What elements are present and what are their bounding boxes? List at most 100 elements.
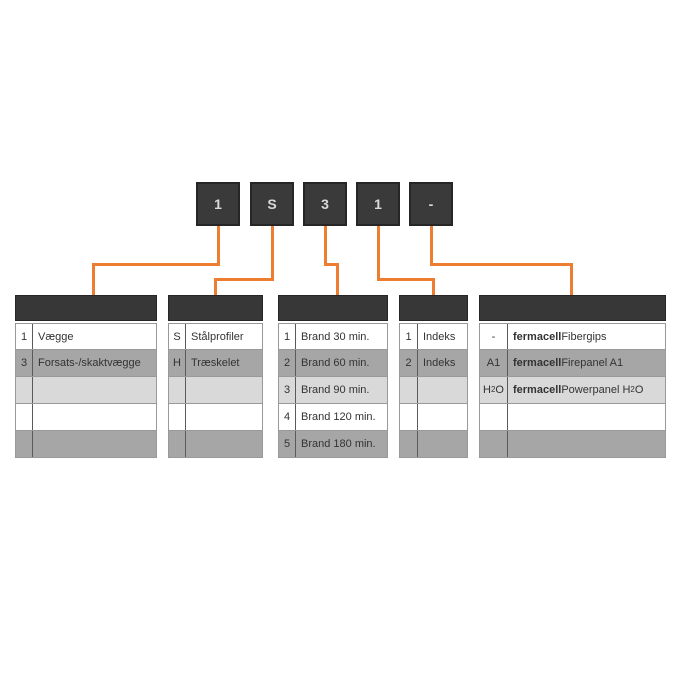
cell-text: Brand 30 min. — [301, 330, 370, 343]
cell-text: 1 — [20, 330, 28, 343]
connector-5-segment — [429, 263, 573, 266]
code-box-4: 1 — [356, 182, 400, 226]
cell-text: fermacell — [513, 384, 562, 396]
connector-2-segment — [213, 278, 274, 281]
code-box-label: 3 — [321, 196, 329, 212]
code-box-5: - — [409, 182, 453, 226]
cell-text: Indeks — [423, 330, 456, 343]
row-value-cell: Stålprofiler — [186, 324, 262, 349]
table-row: 2 Indeks — [399, 350, 468, 377]
connector-1-segment — [91, 263, 95, 296]
row-key-cell: 1 — [279, 324, 296, 349]
row-value-cell — [508, 431, 665, 457]
cell-text: Fibergips — [561, 330, 607, 343]
connector-4-segment — [376, 226, 380, 281]
row-value-cell — [186, 431, 262, 457]
row-value-cell: Brand 120 min. — [296, 404, 387, 430]
cell-text: fermacell — [513, 357, 562, 369]
cell-text: 5 — [283, 438, 291, 450]
code-box-label: S — [267, 196, 277, 212]
row-value-cell: fermacell Fibergips — [508, 324, 665, 349]
row-key-cell: - — [480, 324, 508, 349]
row-key-cell: 2 — [400, 350, 418, 376]
row-key-cell — [400, 404, 418, 430]
cell-text: 3 — [283, 384, 291, 396]
row-value-cell: Indeks — [418, 350, 467, 376]
table-row — [15, 431, 157, 458]
row-value-cell — [186, 404, 262, 430]
row-key-cell: 1 — [16, 324, 33, 349]
table-row — [399, 431, 468, 458]
row-key-cell: S — [169, 324, 186, 349]
table-row: 1 Indeks — [399, 323, 468, 350]
row-value-cell: Indeks — [418, 324, 467, 349]
cell-text: Vægge — [38, 330, 74, 343]
cell-text: Brand 90 min. — [301, 384, 370, 396]
connector-1-segment — [91, 263, 220, 266]
row-value-cell — [33, 377, 156, 403]
row-value-cell: Brand 60 min. — [296, 350, 387, 376]
cell-text: Stålprofiler — [191, 330, 244, 343]
table-row: 5 Brand 180 min. — [278, 431, 388, 458]
cell-text: Indeks — [423, 357, 456, 369]
row-value-cell: Forsats-/skaktvægge — [33, 350, 156, 376]
row-value-cell — [186, 377, 262, 403]
cell-text: 2 — [490, 385, 496, 394]
row-value-cell — [418, 431, 467, 457]
row-value-cell: Brand 180 min. — [296, 431, 387, 457]
table-row — [479, 431, 666, 458]
connector-2-segment — [213, 278, 217, 296]
row-key-cell: 5 — [279, 431, 296, 457]
cell-text: Brand 180 min. — [301, 438, 376, 450]
row-value-cell: Brand 30 min. — [296, 324, 387, 349]
cell-text: S — [173, 330, 181, 343]
row-key-cell — [16, 431, 33, 457]
row-key-cell: H — [169, 350, 186, 376]
cell-text: - — [491, 330, 496, 343]
connector-3-segment — [335, 263, 339, 296]
cell-text: 1 — [405, 330, 412, 343]
row-value-cell: Vægge — [33, 324, 156, 349]
row-value-cell: fermacell Firepanel A1 — [508, 350, 665, 376]
table-header-bar — [168, 295, 263, 321]
row-key-cell — [400, 377, 418, 403]
table-row — [168, 431, 263, 458]
row-value-cell — [33, 431, 156, 457]
connector-3-segment — [323, 226, 327, 266]
table-header-bar — [278, 295, 388, 321]
table-row — [15, 404, 157, 431]
cell-text: 2 — [405, 357, 412, 369]
row-key-cell — [169, 431, 186, 457]
cell-text: O — [634, 384, 644, 396]
cell-text: H — [173, 357, 181, 369]
table-wall-type: 1 Vægge 3 Forsats-/skaktvægge — [15, 295, 157, 458]
row-key-cell — [16, 404, 33, 430]
code-box-3: 3 — [303, 182, 347, 226]
table-row: -fermacell Fibergips — [479, 323, 666, 350]
table-row: 1 Vægge — [15, 323, 157, 350]
row-key-cell: 4 — [279, 404, 296, 430]
table-row — [399, 404, 468, 431]
cell-text: 3 — [20, 357, 28, 369]
cell-text: fermacell — [513, 330, 562, 343]
table-row — [168, 404, 263, 431]
table-row: A1 fermacell Firepanel A1 — [479, 350, 666, 377]
row-key-cell: 3 — [279, 377, 296, 403]
connector-4-segment — [376, 278, 435, 281]
cell-text: O — [495, 384, 504, 396]
row-key-cell — [16, 377, 33, 403]
table-row: 3 Forsats-/skaktvægge — [15, 350, 157, 377]
row-key-cell — [480, 404, 508, 430]
cell-text: A1 — [486, 357, 501, 369]
table-header-bar — [479, 295, 666, 321]
connector-2-segment — [270, 226, 274, 281]
cell-text: Powerpanel H — [561, 384, 631, 396]
